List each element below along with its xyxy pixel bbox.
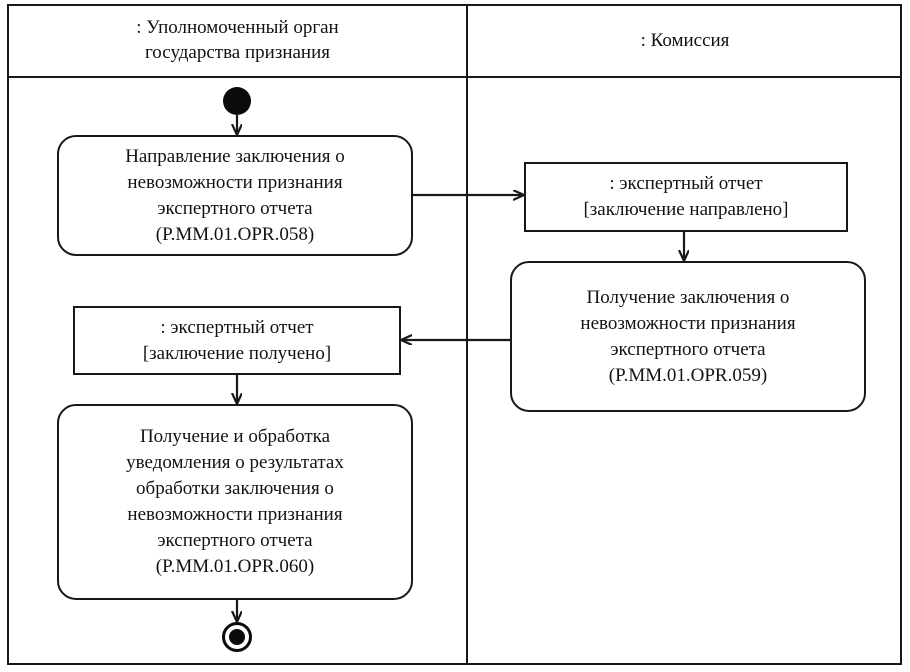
lane-header-right: : Комиссия bbox=[468, 4, 902, 76]
action-node-058-label: Направление заключения о невозможности п… bbox=[125, 145, 345, 245]
action-node-060-label: Получение и обработка уведомления о резу… bbox=[126, 426, 344, 577]
swimlane-frame bbox=[7, 4, 902, 665]
object-node-report-received-label: : экспертный отчет [заключение получено] bbox=[142, 316, 332, 364]
action-node-058[interactable]: Направление заключения о невозможности п… bbox=[57, 135, 413, 256]
action-node-059-label: Получение заключения о невозможности при… bbox=[580, 286, 796, 386]
lane-title-right: : Комиссия bbox=[640, 29, 730, 51]
object-node-report-sent-label: : экспертный отчет [заключение направлен… bbox=[583, 173, 789, 220]
object-node-report-sent[interactable]: : экспертный отчет [заключение направлен… bbox=[524, 162, 848, 232]
action-node-060[interactable]: Получение и обработка уведомления о резу… bbox=[57, 404, 413, 600]
object-node-report-received[interactable]: : экспертный отчет [заключение получено] bbox=[73, 306, 401, 375]
final-node bbox=[222, 622, 252, 652]
action-node-059[interactable]: Получение заключения о невозможности при… bbox=[510, 261, 866, 412]
lane-header-separator bbox=[7, 76, 902, 78]
lane-title-left: : Уполномоченный орган государства призн… bbox=[136, 17, 339, 63]
initial-node bbox=[223, 87, 251, 115]
lane-header-left: : Уполномоченный орган государства призн… bbox=[9, 4, 466, 76]
lane-divider bbox=[466, 4, 468, 665]
